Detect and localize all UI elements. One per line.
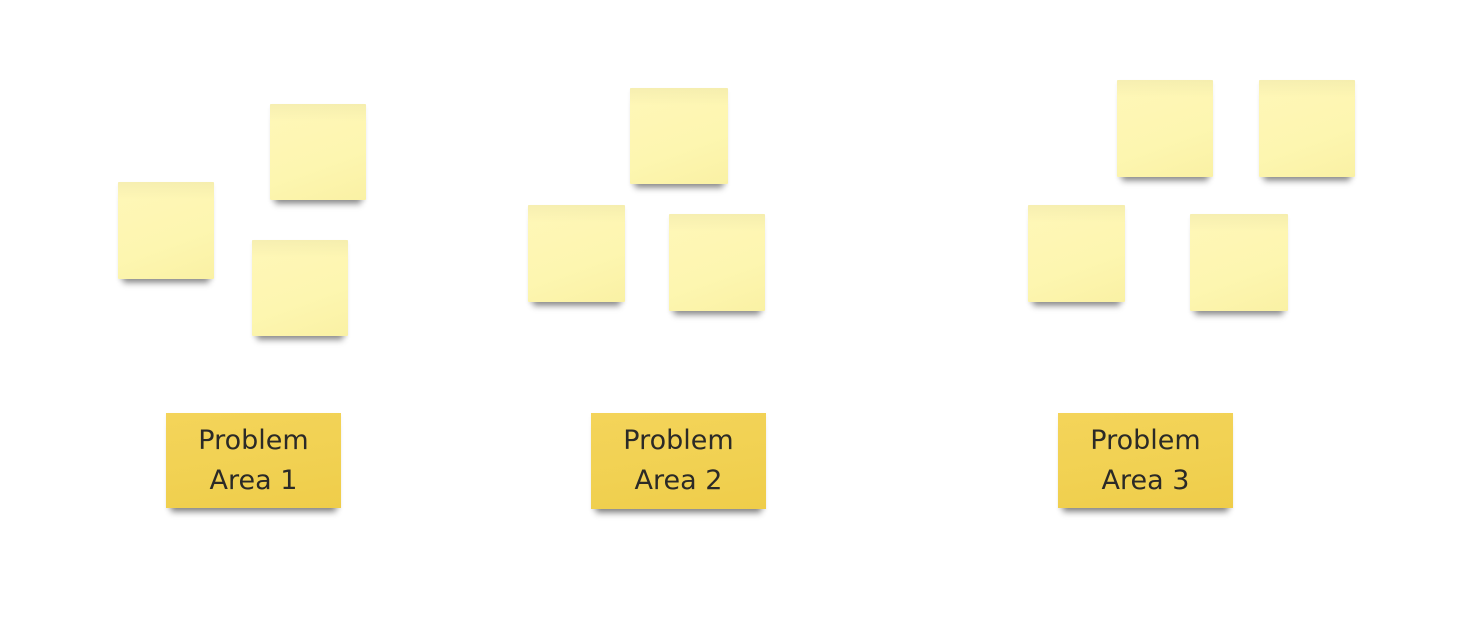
sticky-note[interactable] xyxy=(1117,80,1213,177)
sticky-note[interactable] xyxy=(528,205,625,302)
sticky-note[interactable] xyxy=(252,240,348,336)
label-line-1: Problem xyxy=(623,425,734,456)
sticky-note[interactable] xyxy=(118,182,214,279)
label-line-1: Problem xyxy=(198,424,309,456)
sticky-note[interactable] xyxy=(1259,80,1355,177)
label-line-2: Area 3 xyxy=(1101,464,1190,496)
problem-area-label[interactable]: Problem Area 2 xyxy=(591,413,766,509)
sticky-note[interactable] xyxy=(669,214,765,311)
label-line-1: Problem xyxy=(1090,424,1201,456)
problem-area-label[interactable]: Problem Area 1 xyxy=(166,413,341,508)
label-line-2: Area 1 xyxy=(209,464,298,496)
sticky-note[interactable] xyxy=(1028,205,1125,302)
sticky-note[interactable] xyxy=(1190,214,1288,311)
sticky-note[interactable] xyxy=(270,104,366,200)
sticky-note[interactable] xyxy=(630,88,728,184)
problem-area-label[interactable]: Problem Area 3 xyxy=(1058,413,1233,508)
label-line-2: Area 2 xyxy=(634,465,723,496)
